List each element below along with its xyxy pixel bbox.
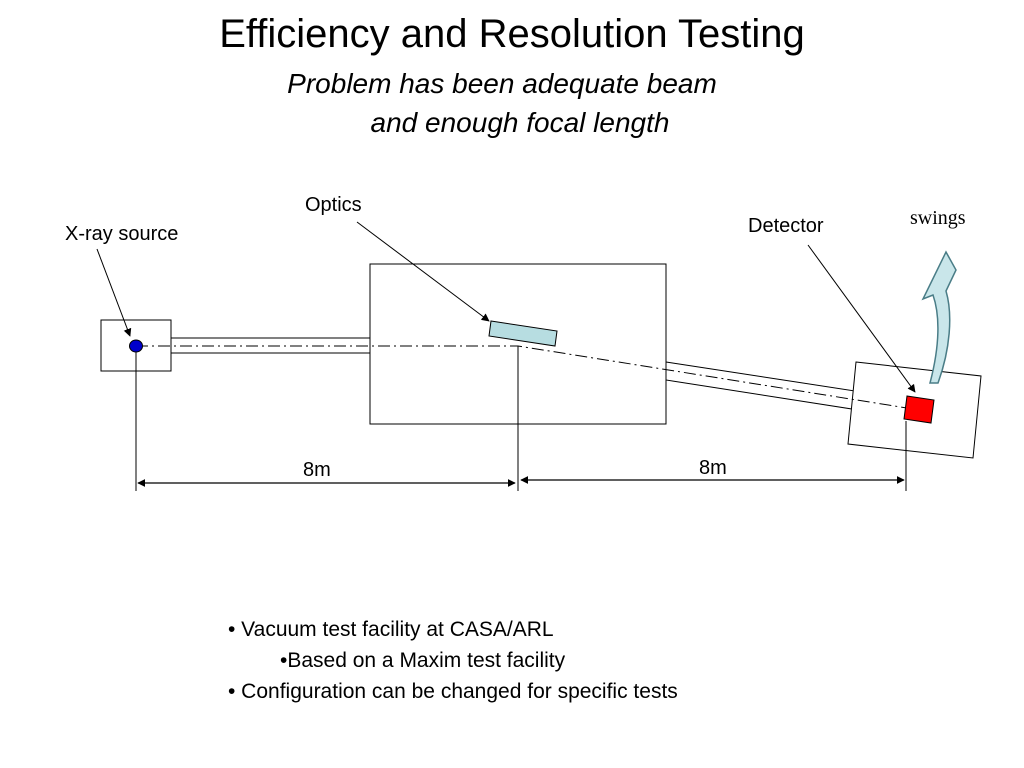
- slide-title: Efficiency and Resolution Testing: [219, 12, 805, 56]
- slide-subtitle-line-2: and enough focal length: [370, 107, 670, 138]
- note-item: • Vacuum test facility at CASA/ARL: [228, 618, 554, 641]
- right-beam-pipe: [665, 361, 856, 410]
- detector-label: Detector: [748, 215, 824, 237]
- note-subitem: •Based on a Maxim test facility: [280, 649, 566, 672]
- optics-element: [488, 320, 558, 347]
- left-distance-label: 8m: [303, 459, 331, 481]
- optics-label: Optics: [305, 194, 362, 216]
- xray-source-label: X-ray source: [65, 223, 178, 245]
- xray-source-pointer: [96, 248, 132, 337]
- optics-pointer: [356, 221, 490, 322]
- swings-label: swings: [910, 207, 966, 229]
- detector-pointer: [807, 244, 916, 393]
- note-item: • Configuration can be changed for speci…: [228, 680, 678, 703]
- right-distance-label: 8m: [699, 457, 727, 479]
- slide-subtitle-line-1: Problem has been adequate beam: [287, 68, 717, 99]
- detector-element: [903, 395, 935, 424]
- swings-arrow: [921, 250, 957, 384]
- notes-list: • Vacuum test facility at CASA/ARL •Base…: [228, 614, 678, 707]
- xray-source-dot: [129, 339, 143, 353]
